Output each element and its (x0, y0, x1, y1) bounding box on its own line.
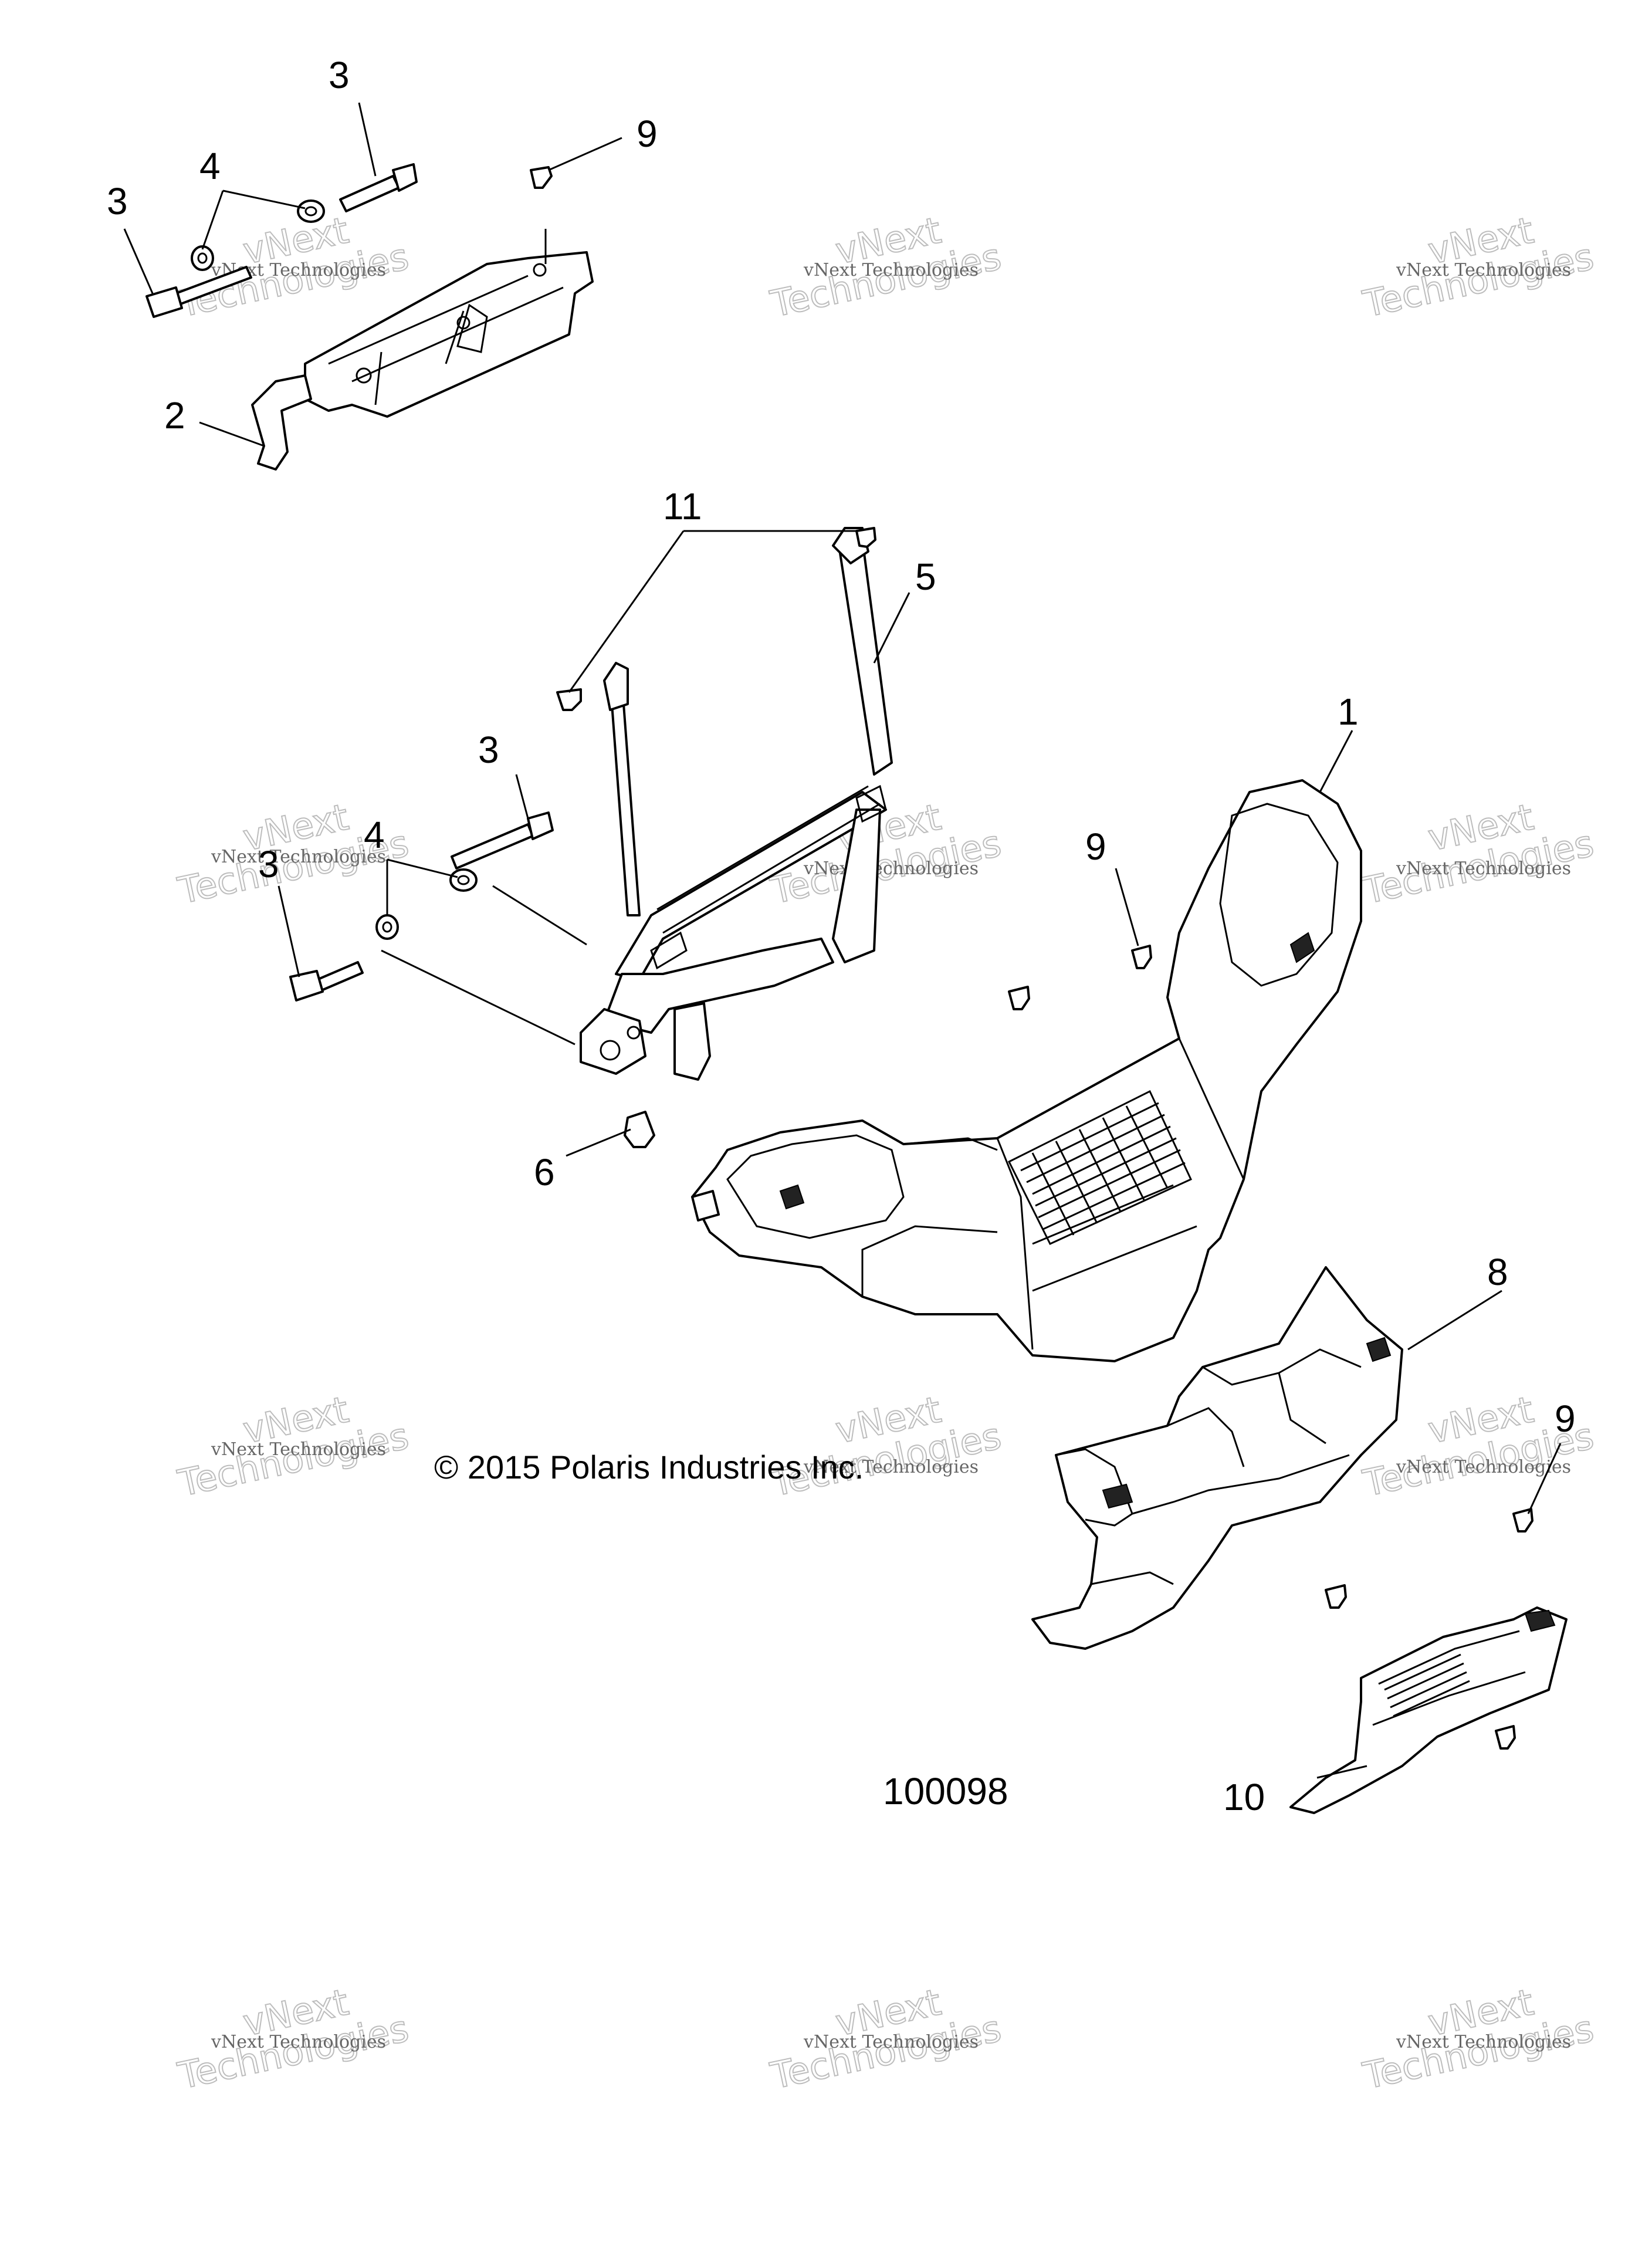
screw-part-9-top (530, 166, 553, 189)
bolt-part-3-topleft (145, 266, 252, 318)
front-fascia-part-1 (691, 779, 1362, 1362)
callout-3-midleft: 3 (258, 843, 279, 885)
tube-frame-part-5 (580, 527, 893, 1081)
svg-text:vNext Technologies: vNext Technologies (1396, 1457, 1571, 1477)
mounting-bracket-part-2 (251, 251, 594, 471)
svg-text:vNext Technologies: vNext Technologies (803, 2032, 979, 2052)
callout-3-top: 3 (329, 54, 350, 96)
washer-part-4-top (191, 245, 214, 271)
watermark-top-right: Technologies vNext vNext Technologies (1359, 208, 1598, 326)
bolt-part-3-top (339, 163, 418, 212)
svg-text:vNext Technologies: vNext Technologies (1396, 2032, 1571, 2052)
svg-text:vNext Technologies: vNext Technologies (803, 1457, 979, 1477)
screw-part-9-mid (1131, 945, 1152, 969)
callout-5: 5 (915, 556, 936, 598)
screw-fascia-center (1008, 986, 1030, 1010)
callout-9-mid: 9 (1085, 826, 1106, 868)
svg-text:vNext Technologies: vNext Technologies (803, 260, 979, 280)
nut-part-4-mid (449, 868, 478, 892)
callout-4-mid: 4 (364, 814, 385, 856)
screw-skid-plate (1495, 1725, 1516, 1750)
watermark-lower-center: Technologies vNext vNext Technologies (766, 1388, 1006, 1506)
callout-2: 2 (164, 394, 185, 437)
callout-6: 6 (534, 1151, 555, 1193)
push-rivet-part-11-right (855, 527, 876, 548)
watermark-mid-right: Technologies vNext vNext Technologies (1359, 795, 1598, 913)
watermark-bottom-center: Technologies vNext vNext Technologies (766, 1980, 1006, 2098)
grille-mesh (1020, 1102, 1186, 1236)
lower-bumper-part-8 (1031, 1266, 1403, 1650)
svg-text:vNext Technologies: vNext Technologies (1396, 260, 1571, 280)
watermark-bottom-right: Technologies vNext vNext Technologies (1359, 1980, 1598, 2098)
watermark-lower-left: Technologies vNext vNext Technologies (174, 1388, 413, 1506)
bolt-part-3-mid (451, 811, 554, 870)
skid-plate-vents (1384, 1653, 1470, 1717)
skid-plate-part-10 (1289, 1606, 1568, 1814)
push-rivet-part-11-left (556, 688, 582, 711)
callout-8: 8 (1487, 1251, 1508, 1293)
screw-lower-bumper (1325, 1584, 1347, 1609)
diagram-number: 100098 (883, 1770, 1008, 1812)
callout-3-mid: 3 (478, 729, 499, 771)
callout-9-right: 9 (1555, 1398, 1576, 1440)
leader-lines (123, 102, 1562, 1779)
watermark-top-center: Technologies vNext vNext Technologies (766, 208, 1006, 326)
callout-3-topleft: 3 (107, 180, 128, 222)
callout-11: 11 (663, 485, 702, 527)
callout-labels: 3 9 4 3 2 11 5 1 3 9 4 3 6 8 9 10 (107, 54, 1576, 1818)
callout-4-top: 4 (199, 145, 221, 187)
washer-part-4-mid (375, 914, 399, 940)
callout-1: 1 (1338, 691, 1359, 733)
nut-part-4-top (297, 199, 325, 223)
svg-text:vNext Technologies: vNext Technologies (803, 858, 979, 879)
svg-text:vNext Technologies: vNext Technologies (211, 2032, 386, 2052)
svg-text:vNext Technologies: vNext Technologies (211, 1439, 386, 1460)
copyright-notice: © 2015 Polaris Industries Inc. (434, 1449, 864, 1486)
push-rivet-part-6 (624, 1111, 655, 1148)
bolt-part-3-midleft (289, 961, 364, 1002)
svg-text:vNext Technologies: vNext Technologies (211, 847, 386, 867)
watermark-bottom-left: Technologies vNext vNext Technologies (174, 1980, 413, 2098)
screw-part-9-right (1512, 1508, 1533, 1533)
svg-text:vNext Technologies: vNext Technologies (1396, 858, 1571, 879)
callout-10: 10 (1223, 1776, 1265, 1818)
callout-9-top: 9 (637, 113, 658, 155)
